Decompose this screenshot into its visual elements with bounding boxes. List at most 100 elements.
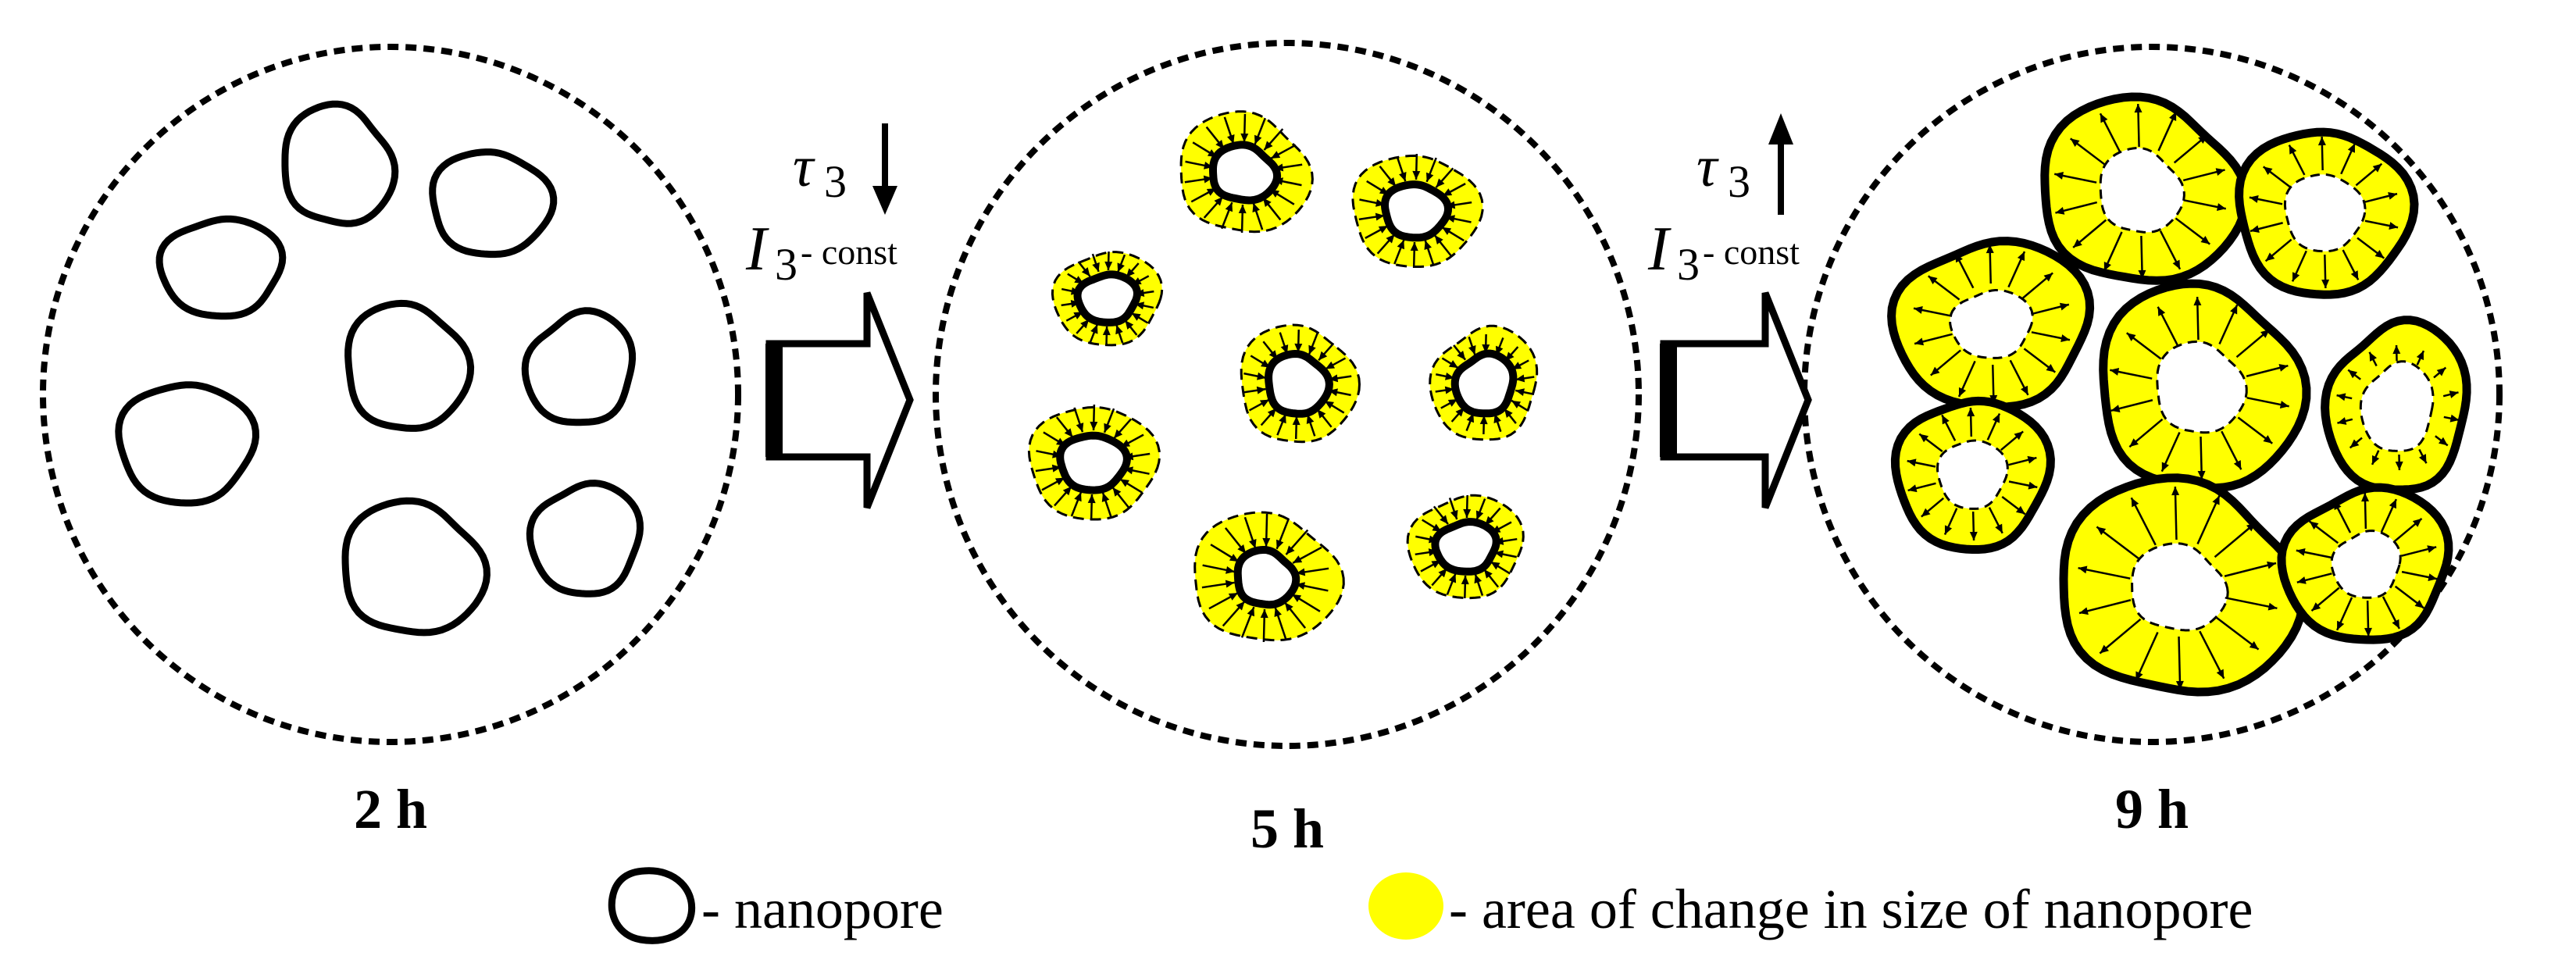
size-change-arrowhead <box>1074 492 1082 502</box>
size-change-arrowhead <box>1308 344 1316 355</box>
size-change-arrowhead <box>1226 565 1235 574</box>
size-change-arrowhead <box>2296 548 2306 556</box>
legend-nanopore-label: - nanopore <box>701 878 944 940</box>
nanopore-expanding <box>2277 483 2453 644</box>
nanopore-shrinking <box>1051 251 1164 347</box>
size-change-arrowhead <box>1051 464 1061 473</box>
nanopore-expanding <box>2040 92 2251 285</box>
size-change-arrowhead <box>2021 385 2028 395</box>
size-change-arrowhead <box>1102 326 1111 336</box>
size-change-arrowhead <box>2027 455 2037 464</box>
size-change-arrowhead <box>1378 226 1388 234</box>
size-change-arrowhead <box>1240 133 1249 143</box>
nanopore <box>341 497 491 637</box>
size-change-arrowhead <box>2043 273 2053 282</box>
nanopore <box>115 381 260 507</box>
size-change-arrowhead <box>1955 253 1963 263</box>
size-change-arrowhead <box>2171 487 2180 496</box>
size-change-arrowhead <box>1443 188 1453 196</box>
size-change-arrowhead <box>2337 417 2347 425</box>
size-change-arrowhead <box>1115 325 1123 335</box>
size-change-arrowhead <box>2372 163 2382 173</box>
nanopore-expanding <box>2059 473 2307 697</box>
size-change-arrowhead <box>2449 391 2459 398</box>
size-change-arrowhead <box>2263 166 2273 176</box>
size-change-arrowhead <box>1293 555 1303 563</box>
nanopore <box>2131 542 2229 632</box>
size-change-arrowhead <box>1101 492 1110 502</box>
size-change-arrowhead <box>2249 195 2259 203</box>
size-change-arrowhead <box>2103 261 2111 272</box>
size-change-arrowhead <box>1515 388 1525 397</box>
size-change-arrowhead <box>2347 143 2355 153</box>
size-change-arrowhead <box>1256 386 1266 394</box>
panel-label-9h: 9 h <box>2115 778 2189 840</box>
size-change-arrow <box>2215 616 2260 651</box>
size-change-arrowhead <box>1112 487 1122 497</box>
size-change-arrow <box>2225 597 2278 610</box>
size-change-arrowhead <box>1292 594 1302 602</box>
size-change-arrowhead <box>2267 561 2276 569</box>
size-change-arrowhead <box>2054 172 2064 180</box>
size-change-arrowhead <box>1317 409 1326 419</box>
size-change-arrowhead <box>2216 203 2226 211</box>
size-change-arrowhead <box>1257 372 1266 380</box>
size-change-arrowhead <box>1214 196 1223 206</box>
size-change-arrowhead <box>1958 387 1967 397</box>
size-change-arrowhead <box>1329 374 1339 383</box>
size-change-arrowhead <box>2078 565 2088 574</box>
size-change-arrowhead <box>2296 576 2307 584</box>
nanopore <box>1380 180 1453 242</box>
size-change-arrowhead <box>2200 236 2210 244</box>
size-change-arrowhead <box>2321 279 2330 288</box>
size-change-arrowhead <box>2014 431 2024 441</box>
size-change-arrowhead <box>2070 138 2080 147</box>
size-change-arrowhead <box>1114 429 1123 439</box>
nanopore <box>2359 360 2435 452</box>
size-change-arrowhead <box>2233 460 2242 470</box>
size-change-arrowhead <box>1919 433 1929 443</box>
size-change-arrowhead <box>1424 240 1432 250</box>
size-change-arrowhead <box>2449 414 2460 423</box>
tau-subscript-1: 3 <box>824 156 847 207</box>
size-change-arrowhead <box>2279 401 2289 408</box>
size-change-arrowhead <box>1490 562 1500 570</box>
size-change-arrowhead <box>1387 177 1397 187</box>
panel-2h <box>40 44 741 745</box>
size-change-arrowhead <box>1475 510 1484 520</box>
size-change-arrowhead <box>2260 329 2270 338</box>
legend-area-label: - area of change in size of nanopore <box>1449 878 2253 940</box>
condition-const-1: - const <box>801 232 897 272</box>
size-change-arrowhead <box>2412 518 2422 527</box>
legend-area-icon <box>1368 872 1443 940</box>
size-change-arrow <box>2078 566 2131 580</box>
size-change-arrowhead <box>2388 191 2398 200</box>
block-arrow-1-tail <box>765 344 783 457</box>
size-change-arrowhead <box>1907 458 1917 467</box>
size-change-arrowhead <box>2349 439 2360 448</box>
block-arrow-2 <box>1660 291 1812 509</box>
size-change-arrowhead <box>2215 168 2225 176</box>
size-change-arrowhead <box>2427 545 2437 553</box>
size-change-arrowhead <box>2126 333 2136 341</box>
nanopore-expanding <box>1890 396 2055 554</box>
nanopore-shrinking <box>1240 323 1361 444</box>
size-change-arrowhead <box>1306 414 1315 424</box>
size-change-arrowhead <box>2100 644 2110 654</box>
size-change-arrowhead <box>2372 455 2380 465</box>
size-change-arrowhead <box>2129 438 2139 448</box>
size-change-arrowhead <box>1259 399 1269 408</box>
nanopore-group-5h <box>1027 110 1539 643</box>
size-change-arrowhead <box>1325 361 1336 369</box>
size-change-arrowhead <box>1375 212 1385 221</box>
size-change-arrowhead <box>1504 408 1513 419</box>
size-change-arrowhead <box>2392 619 2399 629</box>
transition-2: τ 3 I 3 - const <box>1647 113 1812 509</box>
size-change-arrow <box>2135 631 2159 681</box>
size-change-arrowhead <box>2392 345 2401 355</box>
size-change-arrow <box>2099 618 2142 655</box>
size-change-arrowhead <box>1511 400 1522 408</box>
nanopore-group-2h <box>115 100 644 637</box>
size-change-arrowhead <box>1482 344 1490 354</box>
